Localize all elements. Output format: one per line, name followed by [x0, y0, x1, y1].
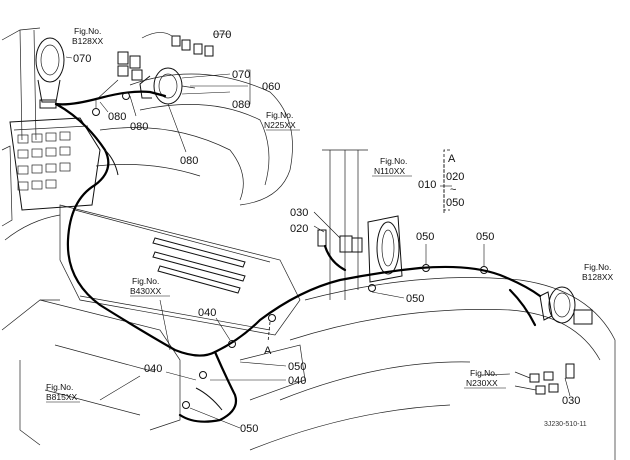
fig-ref-n110-line1: Fig.No.	[380, 156, 407, 166]
part-label-070: 070	[232, 69, 250, 81]
top-connectors	[117, 32, 214, 81]
part-label-050: 050	[406, 293, 424, 305]
part-label-080: 080	[180, 155, 198, 167]
fig-ref-b815-line2: B815XX	[46, 392, 78, 402]
fig-ref-b128-right-line1: Fig.No.	[584, 262, 611, 272]
top-center-lamp	[139, 67, 196, 105]
part-number-labels: 070 070 070 060 080 080 080 080 A 010 02…	[73, 29, 580, 435]
leader-lines	[65, 33, 571, 429]
a-group-bracket	[267, 149, 450, 343]
part-label-010: 010	[418, 179, 436, 191]
part-label-050: 050	[288, 361, 306, 373]
fig-ref-n230-line2: N230XX	[466, 378, 498, 388]
center-rear-lamp	[317, 215, 403, 283]
figure-references: Fig.No. B128XX Fig.No. N225XX Fig.No. N1…	[46, 26, 614, 402]
part-label-050: 050	[240, 423, 258, 435]
fig-ref-n110-line2: N110XX	[374, 166, 405, 176]
part-label-a: A	[264, 345, 272, 357]
part-label-020: 020	[446, 171, 464, 183]
fig-ref-underlines	[46, 129, 506, 403]
part-label-040: 040	[144, 363, 162, 375]
part-label-070: 070	[73, 53, 91, 65]
fig-ref-n225-line1: Fig.No.	[266, 110, 293, 120]
right-rear-lamp	[539, 286, 593, 325]
part-label-050: 050	[476, 231, 494, 243]
part-label-040: 040	[288, 375, 306, 387]
part-label-030: 030	[562, 395, 580, 407]
fig-ref-b430-line1: Fig.No.	[132, 276, 159, 286]
part-label-020: 020	[290, 223, 308, 235]
part-label-070: 070	[213, 29, 231, 41]
fig-ref-n225-line2: N225XX	[264, 120, 296, 130]
part-label-a: A	[448, 153, 456, 165]
part-label-030: 030	[290, 207, 308, 219]
part-label-040: 040	[198, 307, 216, 319]
part-label-080: 080	[108, 111, 126, 123]
fig-ref-b815-line1: Fig.No.	[46, 382, 73, 392]
part-label-050: 050	[446, 197, 464, 209]
tilde-range: ~	[450, 184, 456, 196]
fig-ref-b430-line2: B430XX	[130, 286, 162, 296]
fig-ref-b128-line1: Fig.No.	[74, 26, 101, 36]
bottom-right-connectors	[514, 363, 575, 395]
fig-ref-b128-right-line2: B128XX	[582, 272, 614, 282]
part-label-080: 080	[232, 99, 250, 111]
top-left-work-lamp	[35, 37, 65, 109]
part-label-050: 050	[416, 231, 434, 243]
part-label-060: 060	[262, 81, 280, 93]
fig-ref-n230-line1: Fig.No.	[470, 368, 497, 378]
part-label-080: 080	[130, 121, 148, 133]
fig-ref-b128-line2: B128XX	[72, 36, 104, 46]
controller-unit	[9, 117, 101, 211]
drawing-code: 3J230-510-11	[544, 421, 587, 428]
tractor-body-outline	[1, 27, 616, 460]
harness-clamps	[92, 92, 488, 409]
wire-harness	[54, 90, 542, 423]
